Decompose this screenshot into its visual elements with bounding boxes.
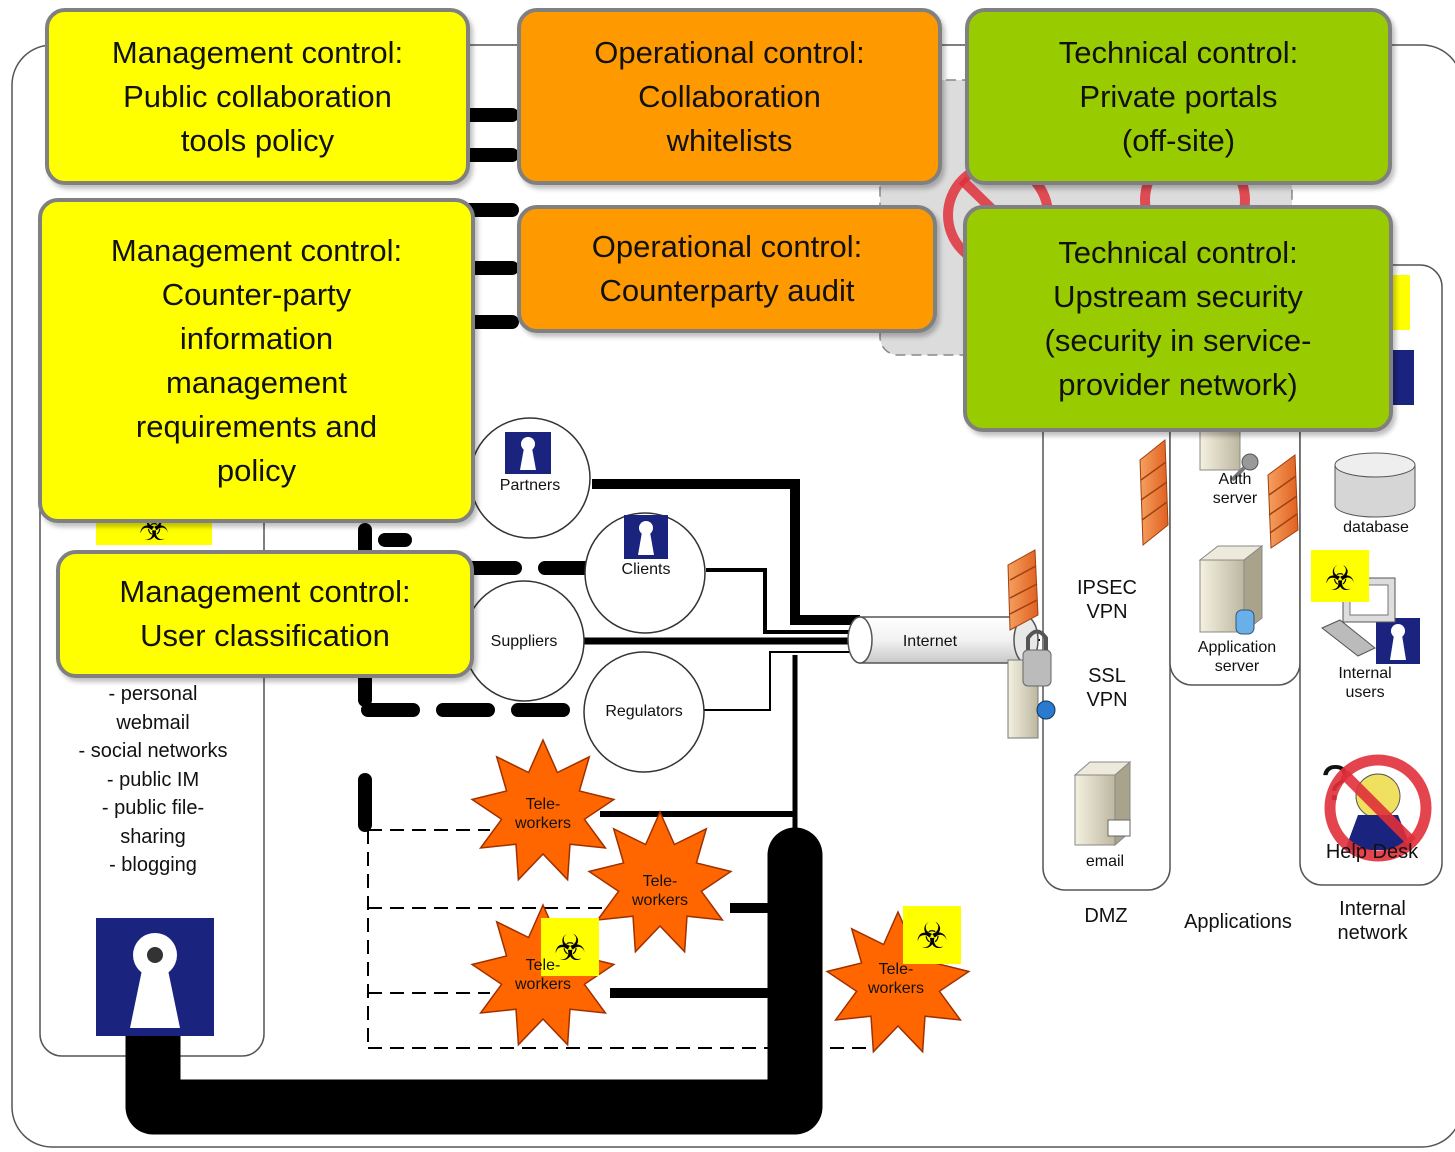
biohazard-icon: ☣ [554, 927, 586, 968]
operational-control-audit: Operational control: Counterparty audit [517, 205, 937, 333]
firewall-icon [1007, 549, 1039, 631]
clients-node [584, 512, 706, 634]
application-server-icon [1198, 544, 1264, 635]
keyhole-icon [505, 432, 551, 474]
teleworker-star [470, 738, 616, 882]
keyhole-icon [1376, 618, 1420, 664]
teleworkers-label: Tele- workers [514, 796, 571, 832]
ipsec-vpn-label: IPSEC VPN [1076, 577, 1138, 623]
regulators-label: Regulators [605, 703, 683, 720]
management-control-counterparty: Management control: Counter-party inform… [38, 198, 475, 523]
teleworkers-label: Tele- workers [867, 961, 924, 997]
email-server-icon [1073, 760, 1132, 847]
solid-links [578, 479, 1040, 998]
applications-label: Applications [1184, 911, 1292, 933]
help-desk-label: Help Desk [1325, 841, 1419, 863]
regulators-node [583, 651, 705, 773]
management-control-public-tools: Management control: Public collaboration… [45, 8, 470, 185]
management-control-user-classification: Management control: User classification [56, 550, 474, 678]
database-label: database [1343, 519, 1409, 536]
biohazard-icon: ☣ [1325, 560, 1355, 598]
clients-label: Clients [621, 561, 671, 578]
application-server-label: Application server [1197, 639, 1277, 675]
teleworker-star [587, 810, 733, 954]
hazard-badge [903, 906, 961, 964]
database-icon [1334, 452, 1416, 518]
auth-server-label: Auth server [1212, 471, 1258, 507]
public-tools-list: - personal webmail - social networks - p… [78, 683, 228, 876]
ssl-vpn-server-icon [1007, 629, 1056, 739]
teleworkers-label: Tele- workers [514, 957, 571, 993]
dashed-links-top [463, 108, 522, 329]
firewall-icon [1139, 438, 1169, 547]
help-desk-icon: ? [1321, 754, 1432, 862]
biohazard-icon: ☣ [916, 915, 948, 956]
keyhole-icon [624, 515, 668, 559]
partners-label: Partners [499, 477, 561, 494]
dashed-links-teleworkers [367, 829, 870, 1049]
teleworker-stars [470, 738, 971, 1054]
ssl-vpn-label: SSL VPN [1086, 665, 1128, 711]
backbone-link [125, 827, 823, 1135]
firewall-icon [1267, 454, 1299, 549]
technical-control-private-portals: Technical control: Private portals (off-… [965, 8, 1392, 185]
teleworkers-label: Tele- workers [631, 873, 688, 909]
internal-users-label: Internal users [1338, 665, 1392, 701]
dmz-label: DMZ [1084, 905, 1128, 927]
hazard-badge [541, 918, 599, 976]
hazard-badge [1311, 550, 1369, 602]
technical-control-upstream: Technical control: Upstream security (se… [963, 205, 1393, 432]
operational-control-whitelists: Operational control: Collaboration white… [517, 8, 942, 185]
internet-label: Internet [902, 633, 958, 650]
keyhole-icon [96, 918, 214, 1036]
internal-network-label: Internal network [1337, 898, 1408, 944]
suppliers-label: Suppliers [490, 633, 558, 650]
email-label: email [1085, 853, 1125, 870]
